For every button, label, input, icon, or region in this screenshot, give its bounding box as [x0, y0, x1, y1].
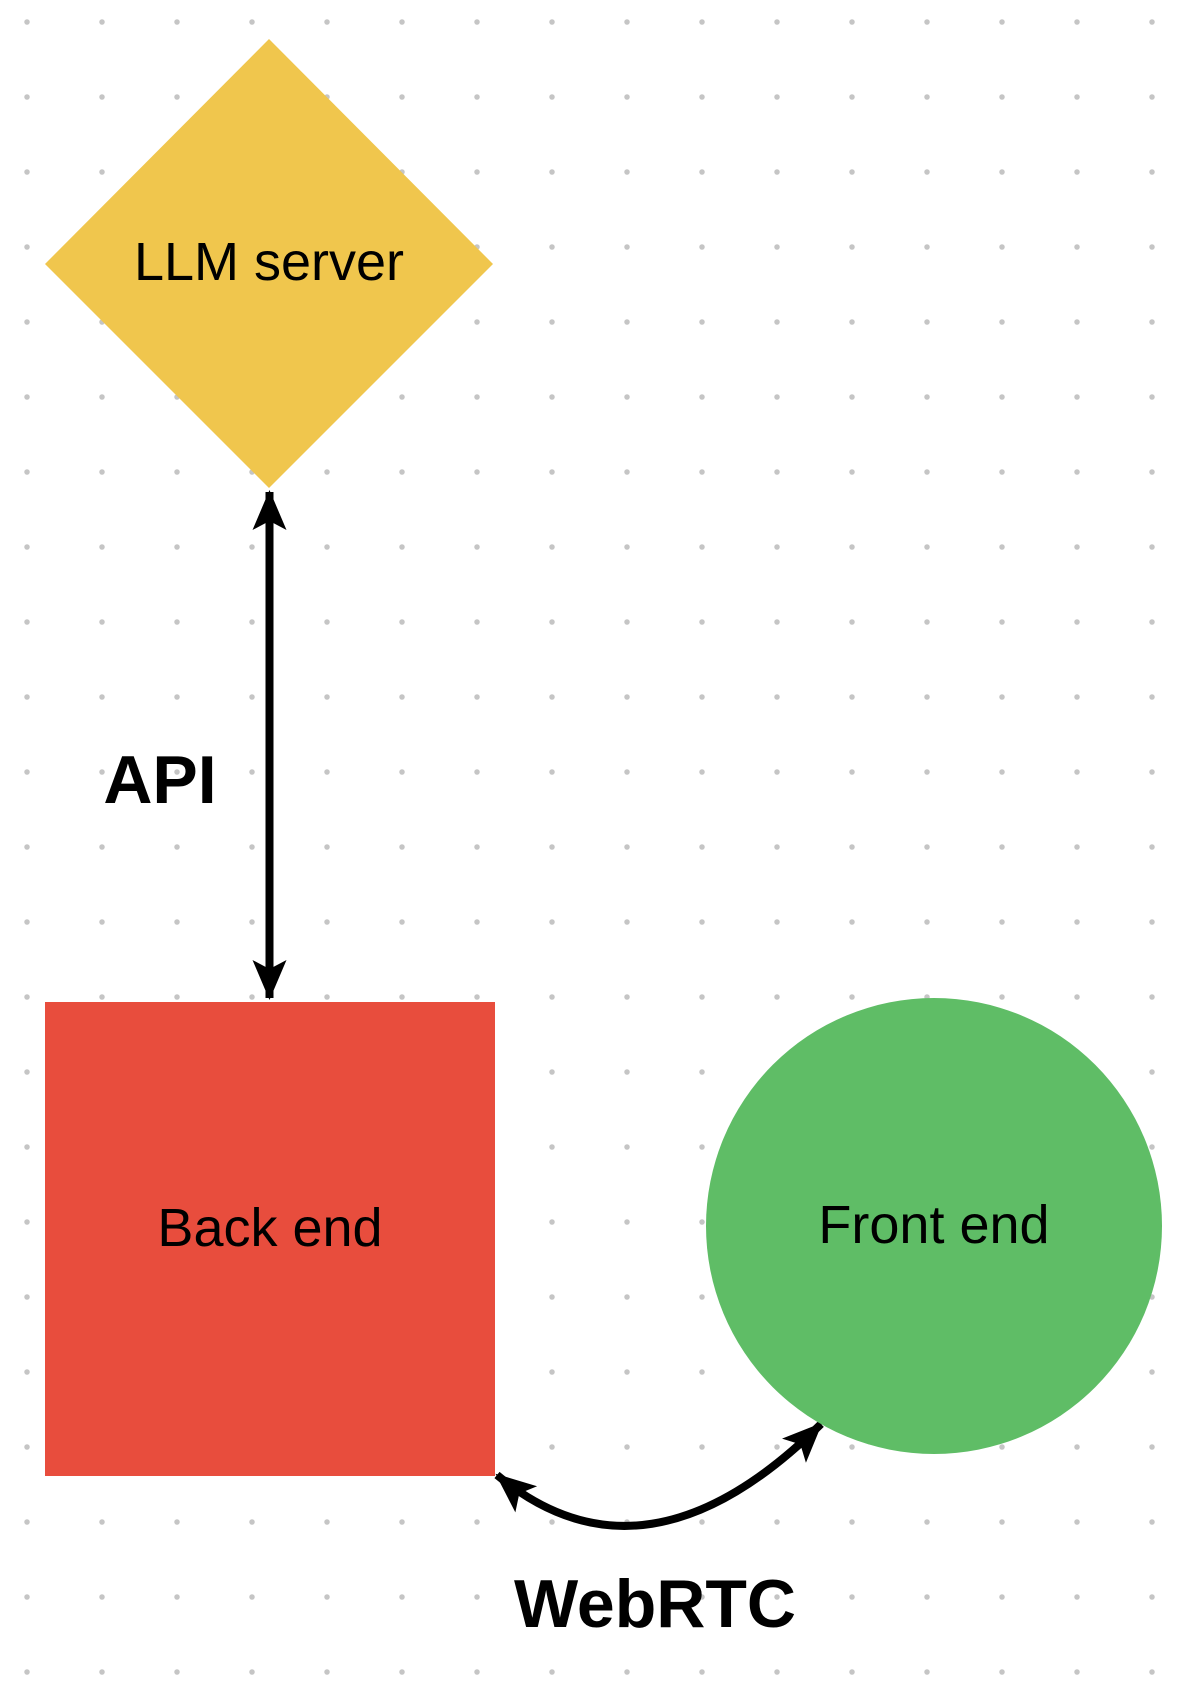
edge-webrtc-arrow	[494, 1421, 824, 1530]
node-front-end	[706, 998, 1162, 1454]
node-front-end-label: Front end	[818, 1195, 1049, 1255]
node-back-end	[45, 1002, 495, 1476]
node-back-end-label: Back end	[157, 1198, 382, 1258]
node-llm-server	[45, 39, 493, 488]
node-llm-server-label: LLM server	[134, 232, 404, 292]
edge-api-label: API	[103, 742, 216, 818]
edge-webrtc-label: WebRTC	[514, 1566, 796, 1642]
